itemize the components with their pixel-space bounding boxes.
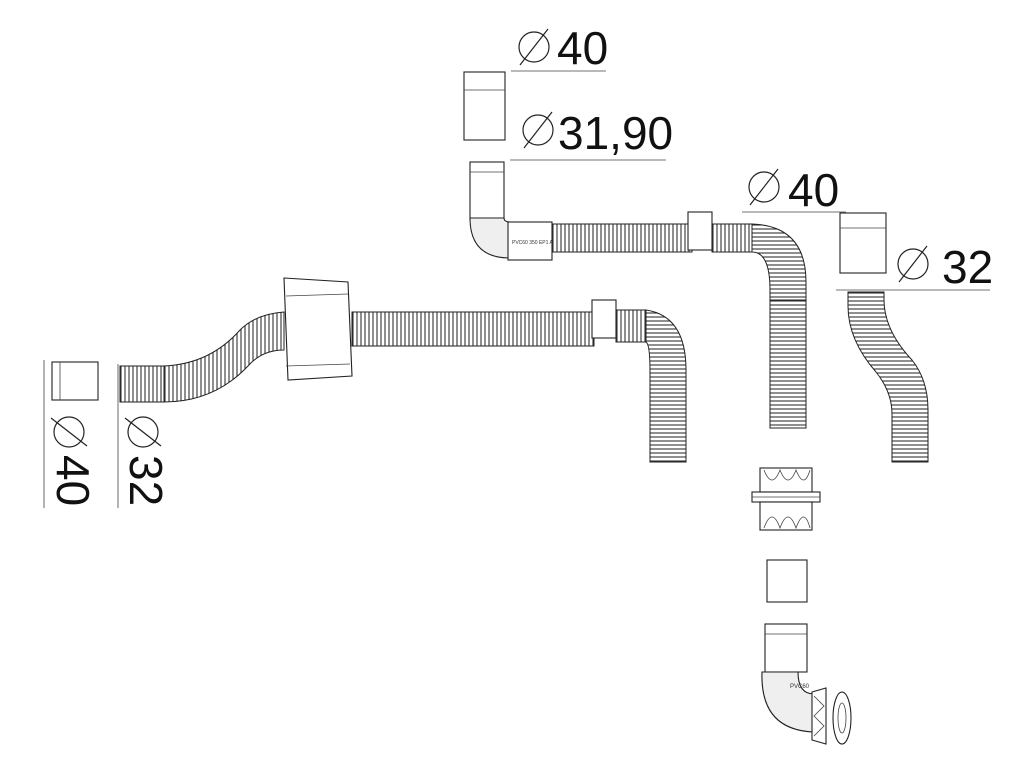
- right-group: 40 32: [742, 164, 993, 463]
- straight-sleeve: [766, 559, 808, 603]
- conical-adapter: [283, 277, 353, 381]
- dimension-label-right-d32: 32: [942, 241, 993, 293]
- left-group: 40 32: [43, 277, 687, 508]
- top-group: 40 31,90 PVC60 350 EP1 AG07: [463, 22, 807, 429]
- elbow-print-text: PVC60: [790, 684, 810, 690]
- bottom-fittings: PVC60: [751, 467, 852, 745]
- coupling-sleeve-left: [51, 361, 99, 401]
- corrugated-hose-top-bend: [751, 223, 807, 301]
- dimension-right-d40: 40: [742, 164, 846, 216]
- corrugated-hose-top-horizontal: [551, 223, 693, 253]
- corrugated-hose-right-s-bend: [847, 291, 929, 463]
- corrugated-hose-left-bend: [645, 309, 687, 463]
- threaded-nut-fitting: [751, 467, 821, 531]
- coupling-sleeve-right: [839, 212, 887, 274]
- dimension-top-d40: 40: [511, 22, 608, 74]
- dimension-label-left-d40: 40: [47, 455, 99, 506]
- dimension-right-d32: 32: [836, 241, 993, 293]
- dimension-label-top-d40: 40: [557, 22, 608, 74]
- dimension-label-right-d40: 40: [788, 164, 839, 216]
- seal-ring: [832, 691, 852, 745]
- dimension-label-top-d3190: 31,90: [558, 107, 673, 159]
- corrugated-hose-top-vertical: [769, 299, 807, 429]
- elbow-fitting-bottom: PVC60: [761, 623, 827, 745]
- dimension-label-left-d32: 32: [120, 455, 172, 506]
- pipe-print-text: PVC60 350 EP1 AG07: [512, 240, 563, 246]
- dimension-left-d40: 40: [43, 360, 99, 508]
- hose-collar-left: [591, 299, 617, 339]
- corrugated-hose-left-s-bend: [163, 311, 285, 403]
- hose-collar-top: [687, 211, 713, 251]
- dimension-left-d32: 32: [117, 364, 172, 508]
- elbow-fitting-top: PVC60 350 EP1 AG07: [469, 161, 563, 261]
- dimension-top-d3190: 31,90: [510, 107, 673, 161]
- coupling-sleeve-d40: [463, 71, 506, 141]
- corrugated-hose-left-horizontal: [351, 311, 595, 347]
